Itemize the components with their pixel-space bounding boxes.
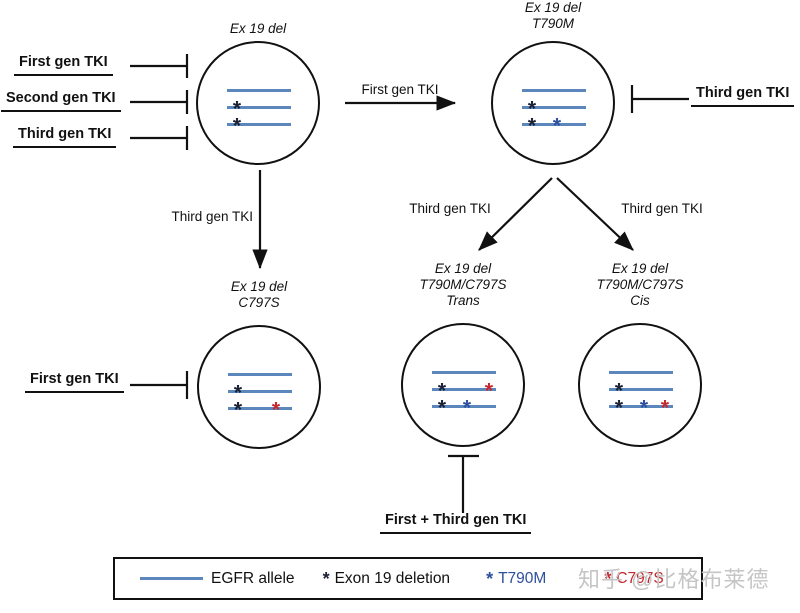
exon19-deletion-marker: * bbox=[322, 569, 330, 589]
egfr-allele-line: ** bbox=[522, 116, 586, 137]
legend-label-egfr-allele: EGFR allele bbox=[211, 569, 295, 587]
legend-label-exon19-deletion: Exon 19 deletion bbox=[334, 569, 451, 587]
cell-title-line: C797S bbox=[238, 295, 280, 310]
egfr-allele-line: * bbox=[522, 99, 586, 120]
cell-title-line: Ex 19 del bbox=[524, 0, 582, 15]
label-third-gen-tki-right: Third gen TKI bbox=[691, 85, 795, 107]
egfr-allele-line-sample bbox=[140, 577, 203, 580]
egfr-allele-line bbox=[228, 373, 292, 376]
legend-label-c797s: C797S bbox=[616, 569, 664, 587]
ex19-mutation-marker: * bbox=[232, 97, 242, 121]
inhibition-tbar-third-gen-right bbox=[630, 85, 689, 113]
legend-item-egfr-allele: EGFR allele bbox=[211, 570, 295, 588]
cell-title-trans: Ex 19 del T790M/C797S Trans bbox=[391, 261, 535, 309]
cell-ex19del-t790m-c797s-trans: **** bbox=[401, 323, 525, 447]
zhihu-watermark: 知乎 @比格布莱德 bbox=[578, 567, 770, 592]
cell-title-line: Ex 19 del bbox=[611, 261, 669, 276]
ex19-mutation-marker: * bbox=[233, 398, 243, 422]
t790m-mutation-marker: * bbox=[486, 569, 494, 589]
c797s-mutation-marker: * bbox=[604, 569, 612, 589]
egfr-allele-line: * bbox=[227, 99, 291, 120]
label-second-gen-tki: Second gen TKI bbox=[1, 90, 121, 112]
ex19-mutation-marker: * bbox=[527, 114, 537, 138]
label-first-gen-tki: First gen TKI bbox=[14, 54, 113, 76]
cell-title-line: T790M/C797S bbox=[596, 277, 684, 292]
legend-label-t790m: T790M bbox=[498, 569, 547, 587]
ex19-mutation-marker: * bbox=[614, 379, 624, 403]
ex19-mutation-marker: * bbox=[437, 396, 447, 420]
t790m-mutation-marker: * bbox=[462, 396, 472, 420]
cell-title-line: Trans bbox=[446, 293, 480, 308]
inhibition-tbar-first-gen-bottom bbox=[130, 371, 189, 399]
label-first-gen-tki-bottom: First gen TKI bbox=[25, 371, 124, 393]
egfr-allele-line: * * * bbox=[609, 398, 673, 419]
egfr-allele-line: ** bbox=[432, 381, 496, 402]
t790m-mutation-marker: * bbox=[552, 114, 562, 138]
arrow-label-third-gen-tki-mid: Third gen TKI bbox=[171, 209, 253, 224]
arrow-label-third-gen-tki-right: Third gen TKI bbox=[621, 201, 703, 216]
cell-title-line: Ex 19 del bbox=[434, 261, 492, 276]
legend-item-exon19-deletion: * Exon 19 deletion bbox=[323, 568, 451, 589]
arrow-label-first-gen-tki: First gen TKI bbox=[361, 82, 439, 97]
label-first-plus-third-gen-tki: First + Third gen TKI bbox=[380, 512, 532, 534]
inhibition-tbar-first-gen bbox=[130, 54, 189, 78]
cell-title-line: Cis bbox=[630, 293, 650, 308]
cell-title-ex19del: Ex 19 del bbox=[196, 21, 320, 37]
ex19-mutation-marker: * bbox=[614, 396, 624, 420]
cell-title-line: Ex 19 del bbox=[230, 279, 288, 294]
legend-item-t790m: * T790M bbox=[486, 568, 546, 589]
inhibition-tbar-first-plus-third bbox=[448, 454, 479, 513]
cell-ex19del-t790m-c797s-cis: **** bbox=[578, 323, 702, 447]
cell-title-line: T790M bbox=[531, 16, 575, 31]
cell-title-line: T790M/C797S bbox=[419, 277, 507, 292]
cell-ex19del-t790m: *** bbox=[491, 41, 615, 165]
cell-title-ex19del-c797s: Ex 19 del C797S bbox=[197, 279, 321, 311]
ex19-mutation-marker: * bbox=[437, 379, 447, 403]
ex19-mutation-marker: * bbox=[232, 114, 242, 138]
egfr-allele-line bbox=[227, 89, 291, 92]
ex19-mutation-marker: * bbox=[233, 381, 243, 405]
arrow-label-third-gen-tki-left: Third gen TKI bbox=[409, 201, 491, 216]
cell-title-line: Ex 19 del bbox=[229, 21, 287, 36]
inhibition-tbar-third-gen bbox=[130, 126, 189, 150]
egfr-allele-line: ** bbox=[432, 398, 496, 419]
legend: EGFR allele * Exon 19 deletion * T790M *… bbox=[113, 557, 703, 600]
egfr-allele-line bbox=[432, 371, 496, 374]
egfr-allele-line: * bbox=[228, 383, 292, 404]
egfr-allele-line: ** bbox=[228, 400, 292, 421]
inhibition-tbar-second-gen bbox=[130, 90, 189, 114]
legend-item-c797s: * C797S bbox=[604, 568, 663, 589]
t790m-mutation-marker: * bbox=[639, 396, 649, 420]
arrow-third-gen-tki-right bbox=[556, 177, 634, 251]
egfr-allele-line bbox=[609, 371, 673, 374]
egfr-allele-line: * bbox=[227, 116, 291, 137]
cell-ex19del: ** bbox=[196, 41, 320, 165]
c797s-mutation-marker: * bbox=[484, 379, 494, 403]
egfr-allele-line: * bbox=[609, 381, 673, 402]
cell-title-ex19del-t790m: Ex 19 del T790M bbox=[491, 0, 615, 32]
arrow-third-gen-tki-left bbox=[478, 177, 553, 251]
cell-ex19del-c797s: *** bbox=[197, 325, 321, 449]
c797s-mutation-marker: * bbox=[271, 398, 281, 422]
egfr-allele-line bbox=[522, 89, 586, 92]
label-third-gen-tki: Third gen TKI bbox=[13, 126, 117, 148]
ex19-mutation-marker: * bbox=[527, 97, 537, 121]
c797s-mutation-marker: * bbox=[660, 396, 670, 420]
cell-title-cis: Ex 19 del T790M/C797S Cis bbox=[568, 261, 712, 309]
